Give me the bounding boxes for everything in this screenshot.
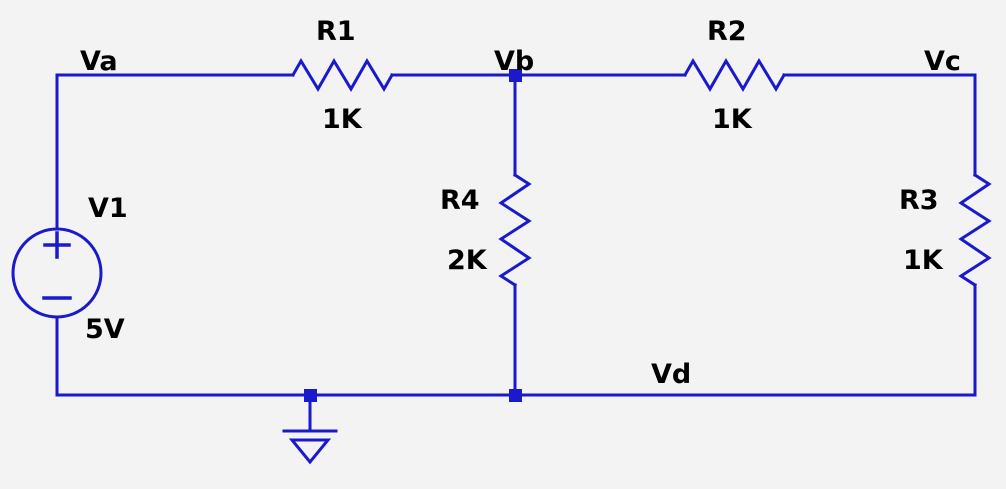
label-r2-designator: R2	[707, 16, 747, 47]
node-label-vc: Vc	[924, 46, 961, 77]
label-r3-value: 1K	[903, 245, 944, 276]
label-r3-designator: R3	[899, 185, 939, 216]
junction-node-vb[interactable]	[509, 69, 522, 82]
junction-node-bottom-middle[interactable]	[509, 389, 522, 402]
label-r2-value: 1K	[712, 104, 753, 135]
label-v1-designator: V1	[88, 193, 128, 224]
v1-body-circle[interactable]	[11, 227, 103, 319]
voltage-source-v1[interactable]	[11, 227, 103, 319]
resistor-r2[interactable]	[682, 58, 787, 92]
node-label-vb: Vb	[494, 46, 534, 77]
plus-icon	[43, 231, 71, 259]
resistor-r4[interactable]	[498, 172, 532, 288]
junction-node-ground[interactable]	[304, 389, 317, 402]
ground-symbol[interactable]	[282, 396, 338, 465]
label-r4-value: 2K	[447, 245, 488, 276]
ground-triangle-icon	[288, 438, 332, 465]
label-r1-value: 1K	[322, 104, 363, 135]
node-label-va: Va	[80, 46, 118, 77]
label-r1-designator: R1	[316, 16, 356, 47]
resistor-r3[interactable]	[958, 172, 992, 288]
label-r4-designator: R4	[440, 185, 480, 216]
node-label-vd: Vd	[651, 359, 691, 390]
resistor-r1[interactable]	[290, 58, 395, 92]
label-v1-value: 5V	[85, 314, 125, 345]
